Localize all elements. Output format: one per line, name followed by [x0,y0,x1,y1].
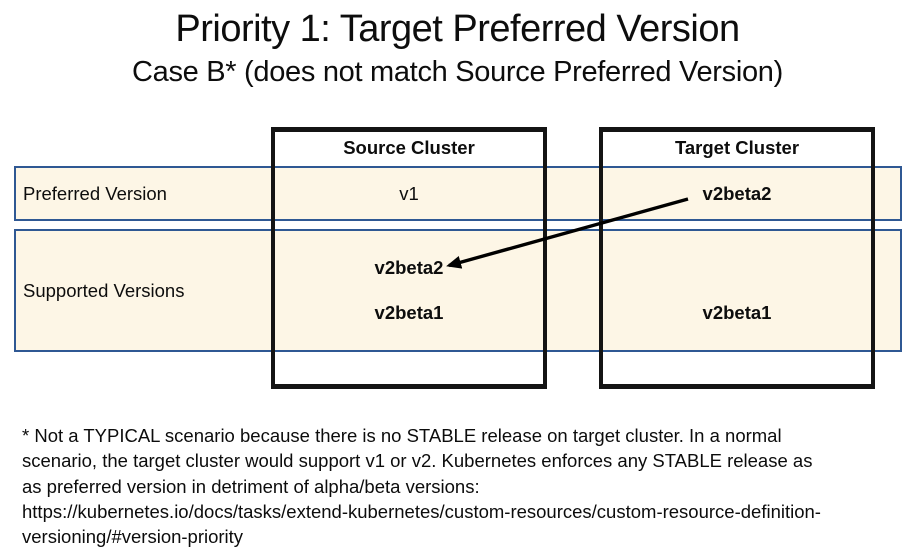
cell-source-supported-v2beta1: v2beta1 [374,302,444,323]
target-cluster-header: Target Cluster [674,136,800,158]
cell-target-preferred-version: v2beta2 [702,182,772,204]
cell-source-preferred-version: v1 [399,182,419,204]
slide-subtitle: Case B* (does not match Source Preferred… [131,56,783,88]
row-label-supported-versions: Supported Versions [23,279,185,301]
footnote-text: * Not a TYPICAL scenario because there i… [22,425,821,547]
cell-target-supported-v2beta1: v2beta1 [702,302,772,323]
row-label-preferred-version: Preferred Version [23,182,167,204]
source-cluster-header: Source Cluster [343,136,475,158]
slide-title: Priority 1: Target Preferred Version [175,8,740,50]
cell-source-supported-v2beta2: v2beta2 [374,257,444,278]
